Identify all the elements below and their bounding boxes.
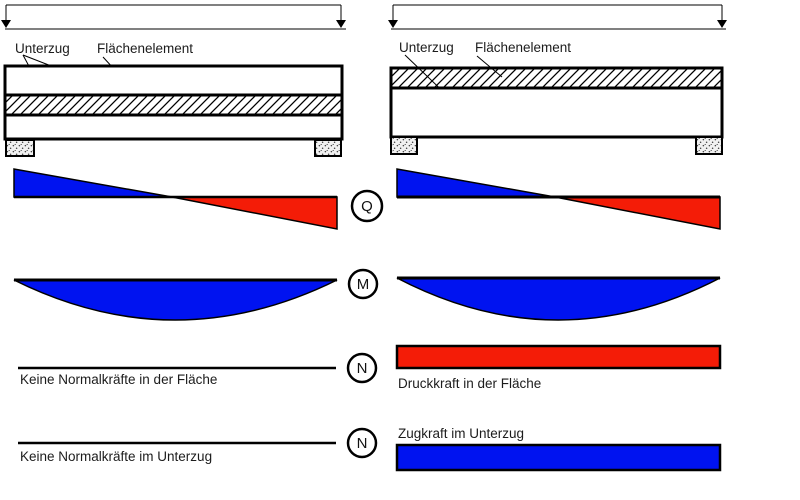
surface-element-hatch xyxy=(389,66,724,90)
moment-diagram-left xyxy=(13,278,338,321)
diagram-symbols: Q M N N xyxy=(346,189,384,459)
normal-beam-left: Keine Normalkräfte im Unterzug xyxy=(18,441,336,464)
shear-negative-area xyxy=(554,196,721,230)
support-block xyxy=(5,139,35,157)
load-lines xyxy=(391,4,726,30)
normal-surface-right: Druckkraft in der Fläche xyxy=(395,344,722,391)
beam-label: Unterzug xyxy=(399,40,454,55)
normal-surface-note: Druckkraft in der Fläche xyxy=(398,376,541,391)
load-arrow-icon xyxy=(388,20,398,28)
moment-symbol-circle xyxy=(347,268,379,300)
shear-positive-area xyxy=(396,168,556,198)
beam-section-left xyxy=(3,64,344,157)
normal-surface-symbol-circle xyxy=(346,352,378,384)
beam-section-right xyxy=(389,66,724,155)
moment-area xyxy=(13,279,338,321)
shear-negative-area xyxy=(171,196,338,230)
support-block xyxy=(390,136,418,155)
load-arrow-icon xyxy=(1,20,11,28)
normal-surface-symbol: N xyxy=(357,360,368,377)
surface-label: Flächenelement xyxy=(475,40,571,55)
shear-diagram-left xyxy=(13,168,338,230)
distributed-load-right xyxy=(388,4,727,30)
support-block xyxy=(695,136,723,155)
normal-beam-note: Keine Normalkräfte im Unterzug xyxy=(20,449,212,464)
load-lines xyxy=(5,4,346,30)
moment-area xyxy=(396,277,721,321)
shear-diagram-right xyxy=(396,168,721,230)
support-block xyxy=(314,139,342,157)
normal-surface-left: Keine Normalkräfte in der Fläche xyxy=(18,366,336,387)
distributed-load-left xyxy=(1,4,346,30)
left-system: Unterzug Flächenelement Keine Normalkräf… xyxy=(1,4,346,464)
beam-label: Unterzug xyxy=(15,41,70,56)
surface-element-hatch xyxy=(3,93,344,117)
normal-beam-symbol: N xyxy=(357,435,368,452)
load-arrow-icon xyxy=(717,20,727,28)
tension-bar xyxy=(395,443,722,472)
normal-beam-right: Zugkraft im Unterzug xyxy=(395,426,722,472)
normal-surface-note: Keine Normalkräfte in der Fläche xyxy=(20,372,217,387)
beam-outline xyxy=(389,86,724,139)
compression-bar xyxy=(395,344,722,370)
shear-symbol: Q xyxy=(361,198,373,215)
shear-positive-area xyxy=(13,168,173,198)
moment-symbol: M xyxy=(357,276,370,293)
moment-diagram-right xyxy=(396,276,721,321)
normal-beam-note: Zugkraft im Unterzug xyxy=(398,426,524,441)
surface-label: Flächenelement xyxy=(97,41,193,56)
right-system: Unterzug Flächenelement Druckkraft in de… xyxy=(388,4,727,472)
shear-symbol-circle xyxy=(350,189,384,223)
normal-beam-symbol-circle xyxy=(346,427,378,459)
load-arrow-icon xyxy=(336,20,346,28)
